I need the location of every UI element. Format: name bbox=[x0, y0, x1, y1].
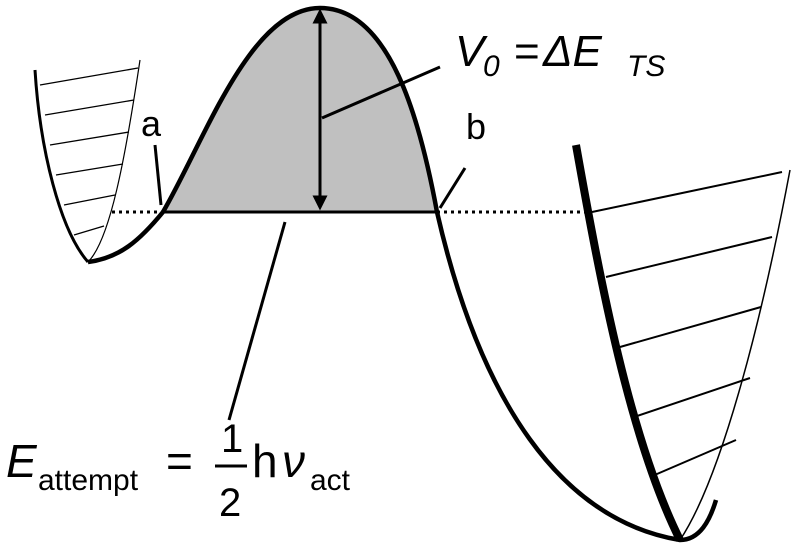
left-harmonic-wall bbox=[33, 69, 90, 263]
left-well-rungs bbox=[39, 67, 139, 236]
attempt-equals: = bbox=[166, 435, 193, 487]
right-harmonic-wall bbox=[572, 144, 684, 542]
barrier-delta-e: ΔE bbox=[542, 27, 603, 76]
fraction-denominator: 2 bbox=[219, 481, 241, 525]
barrier-fill bbox=[163, 8, 437, 212]
left-harmonic-wall-right bbox=[87, 59, 141, 263]
point-b-pointer bbox=[438, 167, 467, 209]
attempt-subscript: attempt bbox=[38, 464, 139, 497]
planck-h: h bbox=[252, 435, 278, 487]
frequency-subscript: act bbox=[310, 464, 351, 497]
point-a-pointer bbox=[153, 144, 163, 206]
barrier-v-subscript: 0 bbox=[483, 50, 500, 83]
right-well-rungs bbox=[591, 171, 783, 478]
attempt-equation: E attempt = 1 2 h ν act bbox=[6, 417, 351, 525]
fraction-numerator: 1 bbox=[221, 417, 243, 461]
frequency-nu: ν bbox=[282, 435, 305, 487]
barrier-equation: V 0 = ΔE TS bbox=[455, 27, 665, 83]
barrier-label-pointer bbox=[321, 65, 441, 120]
barrier-equals: = bbox=[514, 27, 540, 76]
barrier-ts-subscript: TS bbox=[627, 50, 665, 83]
barrier-v: V bbox=[455, 27, 488, 76]
attempt-label-pointer bbox=[227, 221, 287, 421]
right-harmonic-wall-right bbox=[679, 169, 791, 541]
potential-curve bbox=[87, 5, 719, 543]
point-b-label: b bbox=[466, 106, 486, 147]
attempt-e: E bbox=[6, 435, 38, 487]
point-a-label: a bbox=[141, 103, 162, 144]
